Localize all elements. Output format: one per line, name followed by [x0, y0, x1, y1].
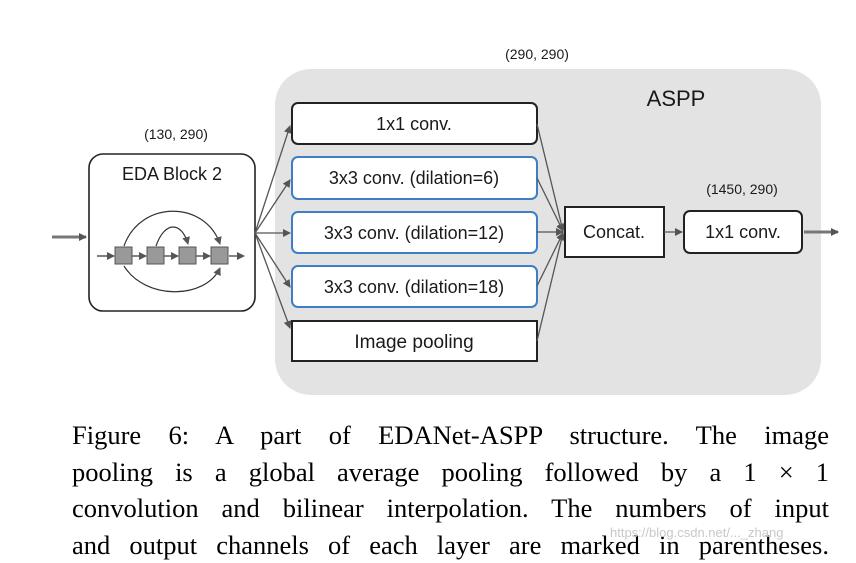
final-conv-channels-label: (1450, 290) — [706, 181, 778, 197]
fan-out-arrows — [254, 125, 292, 329]
final-conv-label: 1x1 conv. — [705, 222, 781, 242]
caption-line: convolution and bilinear interpolation. … — [72, 493, 829, 523]
branch-dilation-6-label: 3x3 conv. (dilation=6) — [329, 168, 499, 188]
eda-block-internal-graph — [97, 210, 245, 293]
caption-line: and output channels of each layer are ma… — [72, 529, 829, 560]
fan-in-arrows — [536, 123, 566, 342]
concat-label: Concat. — [583, 222, 645, 242]
edanet-aspp-diagram: (290, 290) ASPP (130, 290) EDA Block 2 1… — [52, 46, 839, 395]
eda-block-nodes — [114, 246, 229, 265]
final-conv-box — [683, 210, 803, 254]
aspp-channels-label: (290, 290) — [505, 46, 569, 62]
branch-image-pooling — [291, 320, 538, 362]
figure-caption: Figure 6: A part of EDANet-ASPP structur… — [72, 417, 829, 563]
concat-box — [564, 206, 665, 258]
branch-dilation-12-label: 3x3 conv. (dilation=12) — [324, 223, 504, 243]
branch-dilation-18 — [291, 265, 538, 308]
branch-image-pooling-label: Image pooling — [354, 332, 473, 353]
caption-line: Figure 6: A part of EDANet-ASPP structur… — [72, 420, 829, 450]
branch-dilation-18-label: 3x3 conv. (dilation=18) — [324, 277, 504, 297]
branch-1x1-conv — [291, 102, 538, 145]
caption-line: pooling is a global average pooling foll… — [72, 456, 829, 487]
eda-block-label: EDA Block 2 — [122, 164, 222, 184]
branch-1x1-conv-label: 1x1 conv. — [376, 114, 452, 134]
watermark: https://blog.csdn.net/..._zhang — [610, 525, 784, 540]
eda-block-channels-label: (130, 290) — [144, 126, 208, 142]
aspp-title: ASPP — [647, 86, 706, 111]
